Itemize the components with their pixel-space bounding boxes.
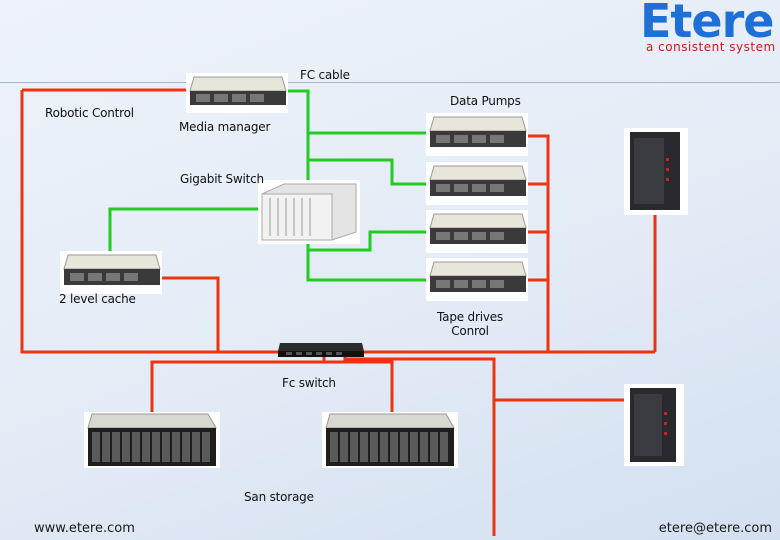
gigabit-switch-icon: [258, 180, 360, 244]
tape-drives-label-line2: Conrol: [451, 324, 489, 338]
cache-server-icon: [60, 251, 162, 294]
san-storage-2-icon: [322, 412, 458, 468]
data-pump-server-1-icon: [426, 113, 528, 156]
brand-logo: Etere: [640, 0, 774, 48]
fc-switch-label: Fc switch: [282, 376, 336, 390]
header-divider: [0, 82, 780, 83]
media-manager-server-icon: [186, 73, 288, 113]
footer-email-link[interactable]: etere@etere.com: [658, 521, 772, 536]
green-cable-lines: [108, 89, 428, 282]
tape-library-tower-1-icon: [624, 128, 688, 215]
tape-drives-label: Tape drives Conrol: [430, 310, 510, 338]
footer-website-link[interactable]: www.etere.com: [34, 521, 135, 536]
media-manager-label: Media manager: [179, 120, 271, 134]
tape-library-tower-2-icon: [624, 384, 684, 466]
data-pumps-label: Data Pumps: [450, 94, 521, 108]
brand-tagline: a consistent system: [646, 40, 776, 54]
level2-cache-label: 2 level cache: [59, 292, 136, 306]
fc-switch-icon: [278, 343, 364, 357]
san-storage-label: San storage: [244, 490, 314, 504]
red-cable-lines: [20, 88, 657, 536]
data-pump-server-2-icon: [426, 162, 528, 205]
data-pump-server-3-icon: [426, 210, 528, 253]
san-storage-1-icon: [84, 412, 220, 468]
robotic-control-label: Robotic Control: [45, 106, 134, 120]
tape-drives-label-line1: Tape drives: [437, 310, 503, 324]
gigabit-switch-label: Gigabit Switch: [180, 172, 264, 186]
data-pump-server-4-icon: [426, 258, 528, 301]
fc-cable-label: FC cable: [300, 68, 350, 82]
